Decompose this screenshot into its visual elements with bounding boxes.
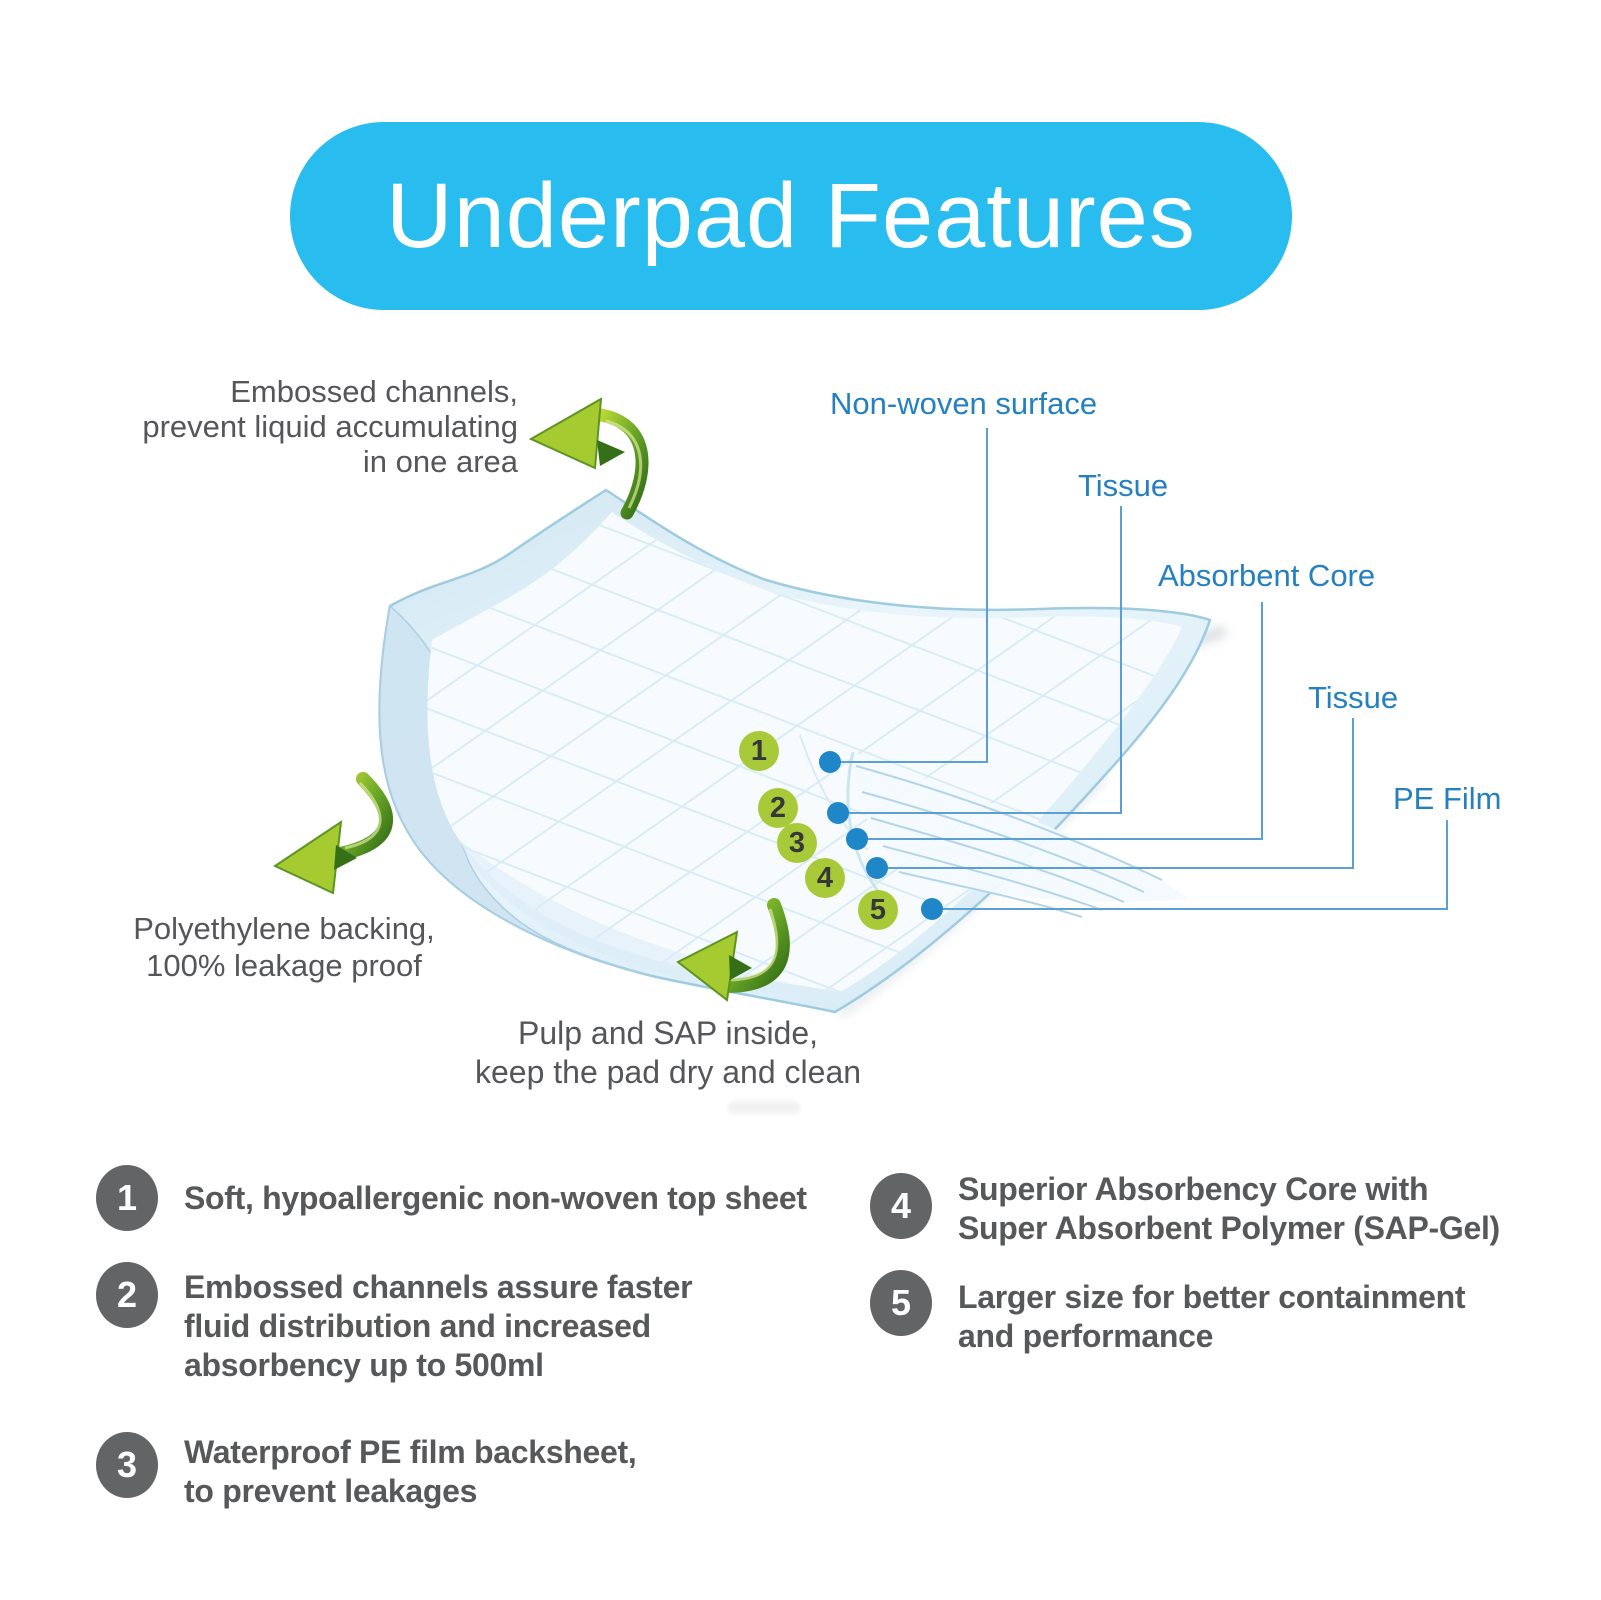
feature-badge-5: 5 [870, 1270, 932, 1336]
watermark-artifact [728, 1101, 800, 1114]
annotation-pulp-sap: Pulp and SAP inside, keep the pad dry an… [418, 1014, 918, 1092]
title-banner: Underpad Features [290, 122, 1292, 310]
dot-pe-film [921, 898, 943, 920]
annotation-line: 100% leakage proof [146, 948, 422, 983]
page-title: Underpad Features [386, 164, 1196, 267]
callout-badge-2: 2 [758, 788, 798, 828]
feature-text: Embossed channels assure faster fluid di… [184, 1268, 693, 1385]
annotation-line: Polyethylene backing, [133, 911, 435, 946]
dot-tissue-top [827, 802, 849, 824]
arrow-pulp-sap [676, 898, 790, 1002]
pad-body [378, 488, 1212, 1014]
arrow-polyethylene-backing [272, 772, 393, 895]
feature-line: Waterproof PE film backsheet, [184, 1434, 637, 1470]
layer-connector-lines [841, 428, 1448, 910]
connector-absorbent-core [868, 602, 1263, 840]
feature-badge-4: 4 [870, 1173, 932, 1239]
annotation-line: Pulp and SAP inside, [517, 1015, 819, 1051]
feature-line: Larger size for better containment [958, 1279, 1466, 1315]
feature-line: absorbency up to 500ml [184, 1347, 544, 1383]
layer-label-tissue-bottom: Tissue [1308, 680, 1399, 715]
feature-item-3: 3 Waterproof PE film backsheet, to preve… [96, 1430, 637, 1511]
annotation-line: Embossed channels, [230, 374, 518, 409]
annotation-embossed-channels: Embossed channels, prevent liquid accumu… [90, 374, 518, 479]
annotation-polyethylene-backing: Polyethylene backing, 100% leakage proof [108, 910, 460, 984]
feature-text: Soft, hypoallergenic non-woven top sheet [184, 1179, 807, 1218]
dot-non-woven-surface [819, 751, 841, 773]
arrow-embossed-channels [528, 397, 649, 520]
callout-badge-3: 3 [777, 823, 817, 863]
callout-badge-4: 4 [805, 858, 845, 898]
layer-label-tissue-top: Tissue [1078, 468, 1169, 503]
feature-text: Waterproof PE film backsheet, to prevent… [184, 1433, 637, 1511]
connector-tissue-top [849, 506, 1122, 814]
feature-line: Embossed channels assure faster [184, 1269, 693, 1305]
feature-item-4: 4 Superior Absorbency Core with Super Ab… [870, 1170, 1500, 1248]
callout-badge-1: 1 [739, 731, 779, 771]
layer-marker-dots [819, 751, 943, 920]
feature-badge-2: 2 [96, 1262, 158, 1328]
layer-label-pe-film: PE Film [1393, 781, 1502, 816]
dot-absorbent-core [846, 828, 868, 850]
layer-label-absorbent-core: Absorbent Core [1158, 558, 1376, 593]
feature-item-2: 2 Embossed channels assure faster fluid … [96, 1262, 693, 1385]
feature-badge-1: 1 [96, 1165, 158, 1231]
feature-text: Superior Absorbency Core with Super Abso… [958, 1170, 1500, 1248]
feature-line: Super Absorbent Polymer (SAP-Gel) [958, 1210, 1500, 1246]
feature-line: Soft, hypoallergenic non-woven top sheet [184, 1179, 807, 1216]
feature-line: and performance [958, 1318, 1214, 1354]
layer-label-non-woven-surface: Non-woven surface [830, 386, 1098, 421]
connector-tissue-bottom [888, 718, 1354, 869]
callout-badge-5: 5 [858, 890, 898, 930]
feature-line: fluid distribution and increased [184, 1308, 651, 1344]
annotation-line: in one area [362, 444, 518, 479]
feature-line: Superior Absorbency Core with [958, 1171, 1429, 1207]
dot-tissue-bottom [866, 857, 888, 879]
connector-non-woven-surface [841, 428, 988, 763]
annotation-line: prevent liquid accumulating [142, 409, 518, 444]
connector-pe-film [943, 820, 1448, 910]
pad-peeled-layers [799, 734, 1188, 918]
feature-item-5: 5 Larger size for better containment and… [870, 1270, 1466, 1356]
feature-badge-3: 3 [96, 1432, 158, 1498]
annotation-line: keep the pad dry and clean [474, 1054, 862, 1090]
feature-line: to prevent leakages [184, 1473, 478, 1509]
feature-item-1: 1 Soft, hypoallergenic non-woven top she… [96, 1165, 807, 1231]
feature-text: Larger size for better containment and p… [958, 1278, 1466, 1356]
